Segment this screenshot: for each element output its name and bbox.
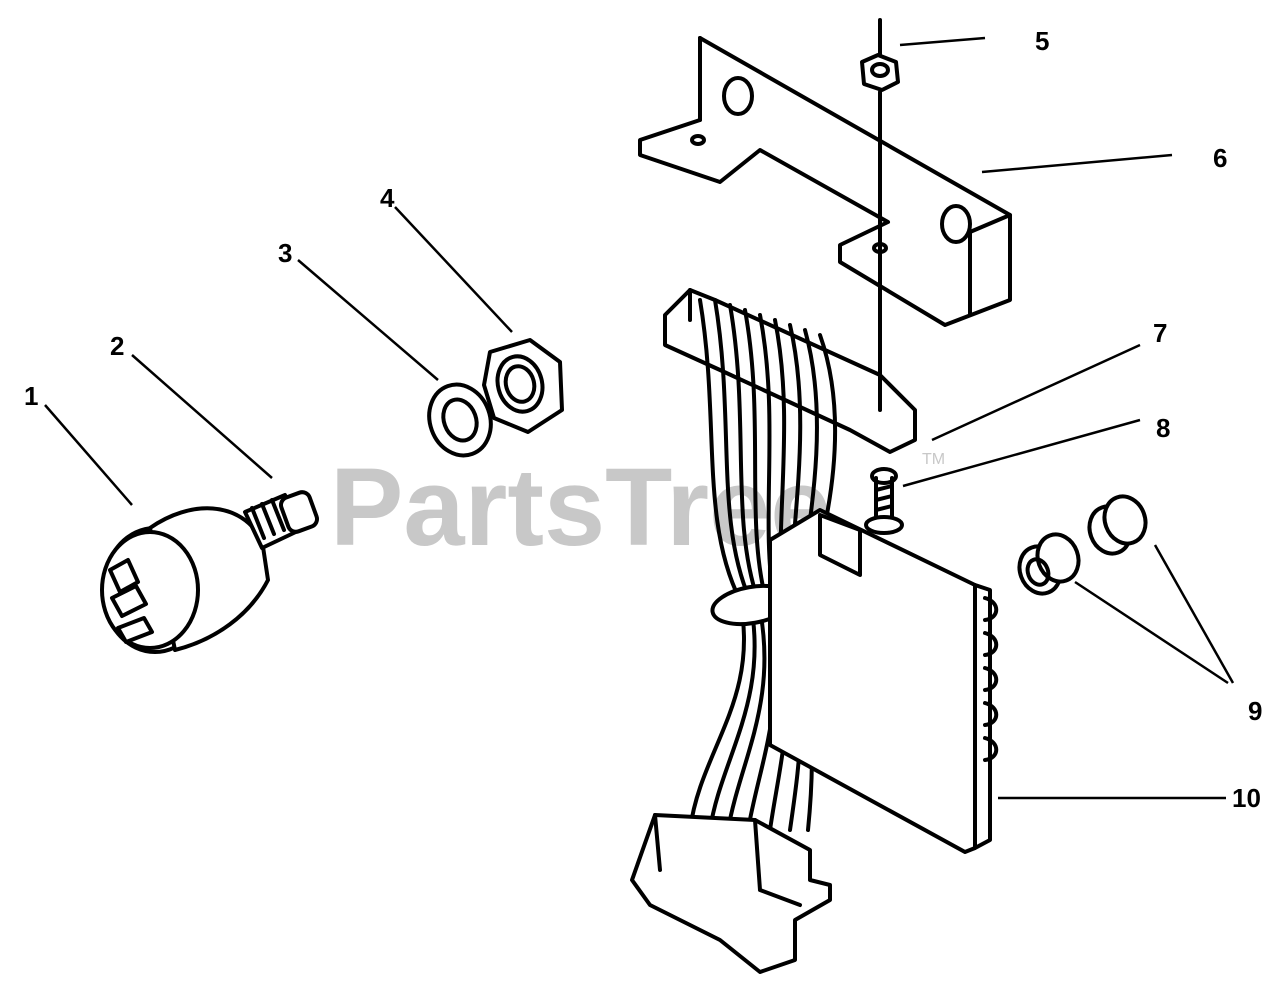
harness-plug-connector[interactable]: [630, 813, 832, 974]
callout-2: 2: [110, 331, 124, 361]
watermark-trademark: TM: [922, 451, 945, 468]
part-6-bracket[interactable]: [638, 36, 1012, 327]
part-1-switch-body[interactable]: [100, 506, 270, 654]
part-5-nut[interactable]: [860, 18, 900, 92]
part-8-screw[interactable]: [864, 467, 904, 535]
callout-7: 7: [1153, 318, 1167, 348]
callout-5: 5: [1035, 26, 1049, 56]
callout-9: 9: [1248, 696, 1262, 726]
callout-8: 8: [1156, 413, 1170, 443]
callout-6: 6: [1213, 143, 1227, 173]
callout-4: 4: [380, 183, 395, 213]
leader-lines: [44, 36, 1235, 800]
part-4-hex-nut[interactable]: [482, 338, 564, 434]
part-2-switch-shaft[interactable]: [243, 490, 319, 550]
part-3-washer[interactable]: [419, 376, 500, 464]
part-7-connector-block[interactable]: [663, 288, 917, 454]
callout-1: 1: [24, 381, 38, 411]
part-9-grommets[interactable]: [1013, 491, 1152, 600]
callout-3: 3: [278, 238, 292, 268]
part-10-circuit-board[interactable]: [768, 508, 999, 854]
callout-10: 10: [1232, 783, 1261, 813]
